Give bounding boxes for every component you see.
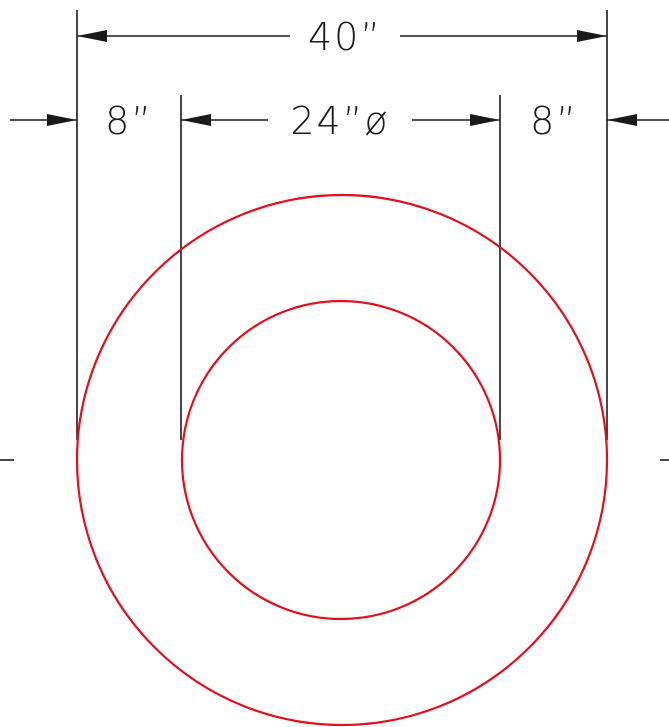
arrow-inner-right <box>470 114 500 126</box>
arrow-right-wall <box>607 114 637 126</box>
arrow-overall-left <box>77 30 107 42</box>
dimension-label-left-wall: 8” <box>105 99 153 143</box>
dimension-label-overall: 40” <box>308 15 382 59</box>
arrow-inner-left <box>181 114 211 126</box>
inner-circle <box>180 299 502 621</box>
dimension-label-inner-diameter: 24”ø <box>290 99 389 143</box>
arrow-left-wall <box>47 114 77 126</box>
outer-circle <box>75 193 609 727</box>
dimension-label-right-wall: 8” <box>530 99 578 143</box>
arrow-overall-right <box>577 30 607 42</box>
